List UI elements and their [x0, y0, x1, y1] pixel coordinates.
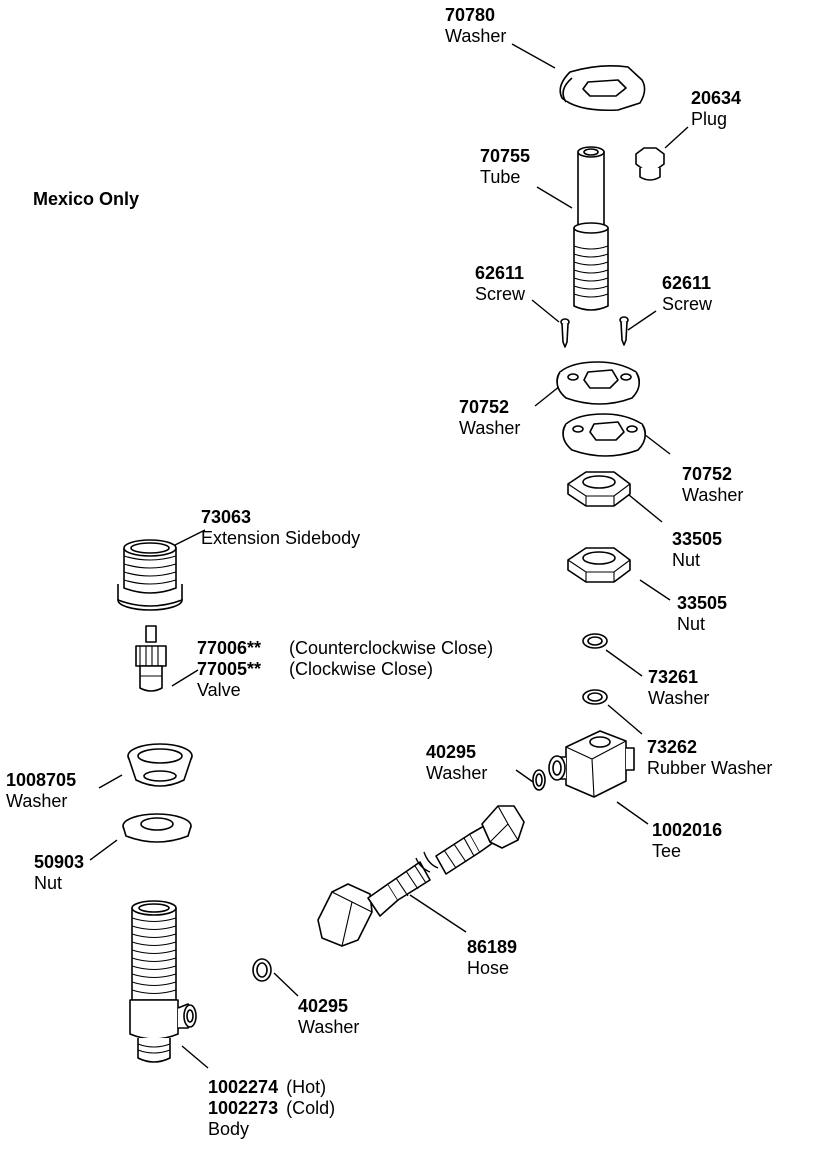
part-number-a: 1002274	[208, 1077, 279, 1097]
part-name: Washer	[459, 418, 521, 438]
part-number: 73261	[648, 667, 699, 687]
washer-70780-drawing	[559, 65, 646, 112]
hose-86189-drawing	[317, 805, 525, 947]
part-name: Rubber Washer	[647, 758, 773, 778]
part-note-a: (Hot)	[286, 1077, 327, 1097]
part-name: Hose	[467, 958, 510, 978]
part-number: 70752	[459, 397, 510, 417]
part-number: 33505	[677, 593, 728, 613]
part-name: Extension Sidebody	[201, 528, 361, 548]
part-name: Tee	[652, 841, 682, 861]
part-name: Nut	[677, 614, 706, 634]
label-hose-86189: 86189 Hose	[467, 937, 517, 979]
part-number: 86189	[467, 937, 518, 957]
label-valve: 77006** (Counterclockwise Close) 77005** (…	[197, 638, 493, 701]
label-nut-33505-upper: 33505 Nut	[672, 529, 722, 571]
label-washer-70780: 70780 Washer	[445, 5, 506, 47]
valve-drawing	[135, 625, 167, 692]
label-washer-40295-lower: 40295 Washer	[298, 996, 359, 1038]
part-number: 33505	[672, 529, 723, 549]
label-rubber-washer-73262: 73262 Rubber Washer	[647, 737, 772, 779]
plug-20634-drawing	[635, 147, 665, 181]
screw-62611-drawings	[560, 316, 629, 348]
small-washer-drawings	[582, 633, 608, 705]
label-extension-sidebody-73063: 73063 Extension Sidebody	[201, 507, 360, 549]
part-number: 50903	[34, 852, 85, 872]
leader-lines	[89, 43, 689, 1069]
part-number: 70780	[445, 5, 496, 25]
body-drawing	[129, 900, 197, 1063]
part-number: 70755	[480, 146, 531, 166]
part-number-b: 77005**	[197, 659, 262, 679]
part-number-a: 77006**	[197, 638, 262, 658]
part-name: Washer	[6, 791, 68, 811]
washer-40295-drawings	[252, 769, 546, 982]
part-name: Plug	[691, 109, 728, 129]
part-number: 40295	[298, 996, 349, 1016]
nut-50903-drawing	[122, 813, 192, 843]
part-name: Body	[208, 1119, 250, 1139]
label-washer-70752-lower: 70752 Washer	[682, 464, 743, 506]
mexico-only-note: Mexico Only	[33, 189, 140, 209]
label-washer-40295-upper: 40295 Washer	[426, 742, 487, 784]
label-nut-33505-lower: 33505 Nut	[677, 593, 727, 635]
extension-sidebody-73063-drawing	[117, 539, 183, 611]
label-washer-70752-upper: 70752 Washer	[459, 397, 520, 439]
part-name: Screw	[662, 294, 713, 314]
part-note-a: (Counterclockwise Close)	[289, 638, 494, 658]
part-note-b: (Clockwise Close)	[289, 659, 434, 679]
label-washer-73261: 73261 Washer	[648, 667, 709, 709]
part-note-b: (Cold)	[286, 1098, 336, 1118]
label-washer-1008705: 1008705 Washer	[6, 770, 76, 812]
label-nut-50903: 50903 Nut	[34, 852, 84, 894]
part-number: 62611	[662, 273, 712, 293]
part-name: Washer	[298, 1017, 360, 1037]
label-tube-70755: 70755 Tube	[480, 146, 530, 188]
label-body: 1002274 (Hot) 1002273 (Cold) Body	[208, 1077, 335, 1140]
part-number: 62611	[475, 263, 525, 283]
label-screw-62611-right: 62611 Screw	[662, 273, 712, 315]
part-name: Washer	[426, 763, 488, 783]
part-number: 1002016	[652, 820, 723, 840]
washer-70752-drawings	[556, 361, 646, 457]
part-name: Nut	[672, 550, 701, 570]
part-name: Valve	[197, 680, 241, 700]
label-plug-20634: 20634 Plug	[691, 88, 741, 130]
nut-33505-drawings	[567, 471, 631, 583]
label-screw-62611-left: 62611 Screw	[475, 263, 525, 305]
part-number-b: 1002273	[208, 1098, 279, 1118]
tube-70755-drawing	[573, 146, 609, 311]
part-number: 70752	[682, 464, 733, 484]
part-name: Tube	[480, 167, 521, 187]
part-name: Washer	[682, 485, 744, 505]
label-tee-1002016: 1002016 Tee	[652, 820, 722, 862]
part-number: 73063	[201, 507, 252, 527]
part-name: Screw	[475, 284, 526, 304]
washer-1008705-drawing	[127, 743, 193, 787]
part-name: Washer	[445, 26, 507, 46]
part-number: 73262	[647, 737, 698, 757]
tee-1002016-drawing	[548, 730, 635, 798]
part-name: Nut	[34, 873, 63, 893]
part-number: 40295	[426, 742, 477, 762]
part-number: 1008705	[6, 770, 77, 790]
part-name: Washer	[648, 688, 710, 708]
part-number: 20634	[691, 88, 742, 108]
